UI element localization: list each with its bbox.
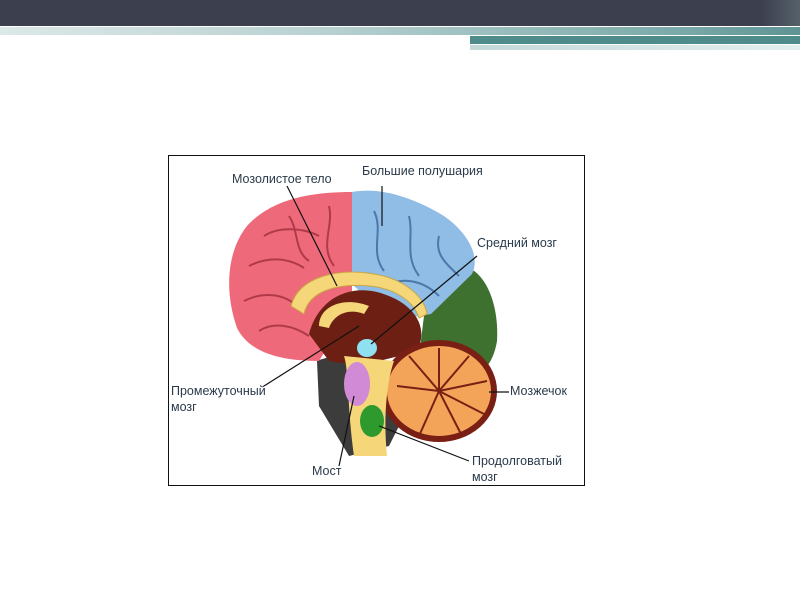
accent-stripe-light <box>470 45 800 50</box>
label-medulla-line2: мозг <box>472 470 498 485</box>
label-midbrain: Средний мозг <box>477 236 557 251</box>
medulla <box>360 405 384 437</box>
label-cerebellum: Мозжечок <box>510 384 567 399</box>
pons <box>344 362 370 406</box>
top-bar-shade <box>760 0 800 26</box>
brain-diagram: Мозолистое тело Большие полушария Средни… <box>168 155 585 486</box>
brain-illustration <box>169 156 586 487</box>
label-medulla-line1: Продолговатый <box>472 454 562 469</box>
label-diencephalon-line1: Промежуточный <box>171 384 266 399</box>
slide-top-bar <box>0 0 800 26</box>
accent-stripe <box>0 27 800 35</box>
label-hemispheres: Большие полушария <box>362 164 483 179</box>
label-corpus-callosum: Мозолистое тело <box>232 172 332 187</box>
label-diencephalon-line2: мозг <box>171 400 197 415</box>
label-pons: Мост <box>312 464 341 479</box>
accent-stripe-dark <box>470 36 800 44</box>
